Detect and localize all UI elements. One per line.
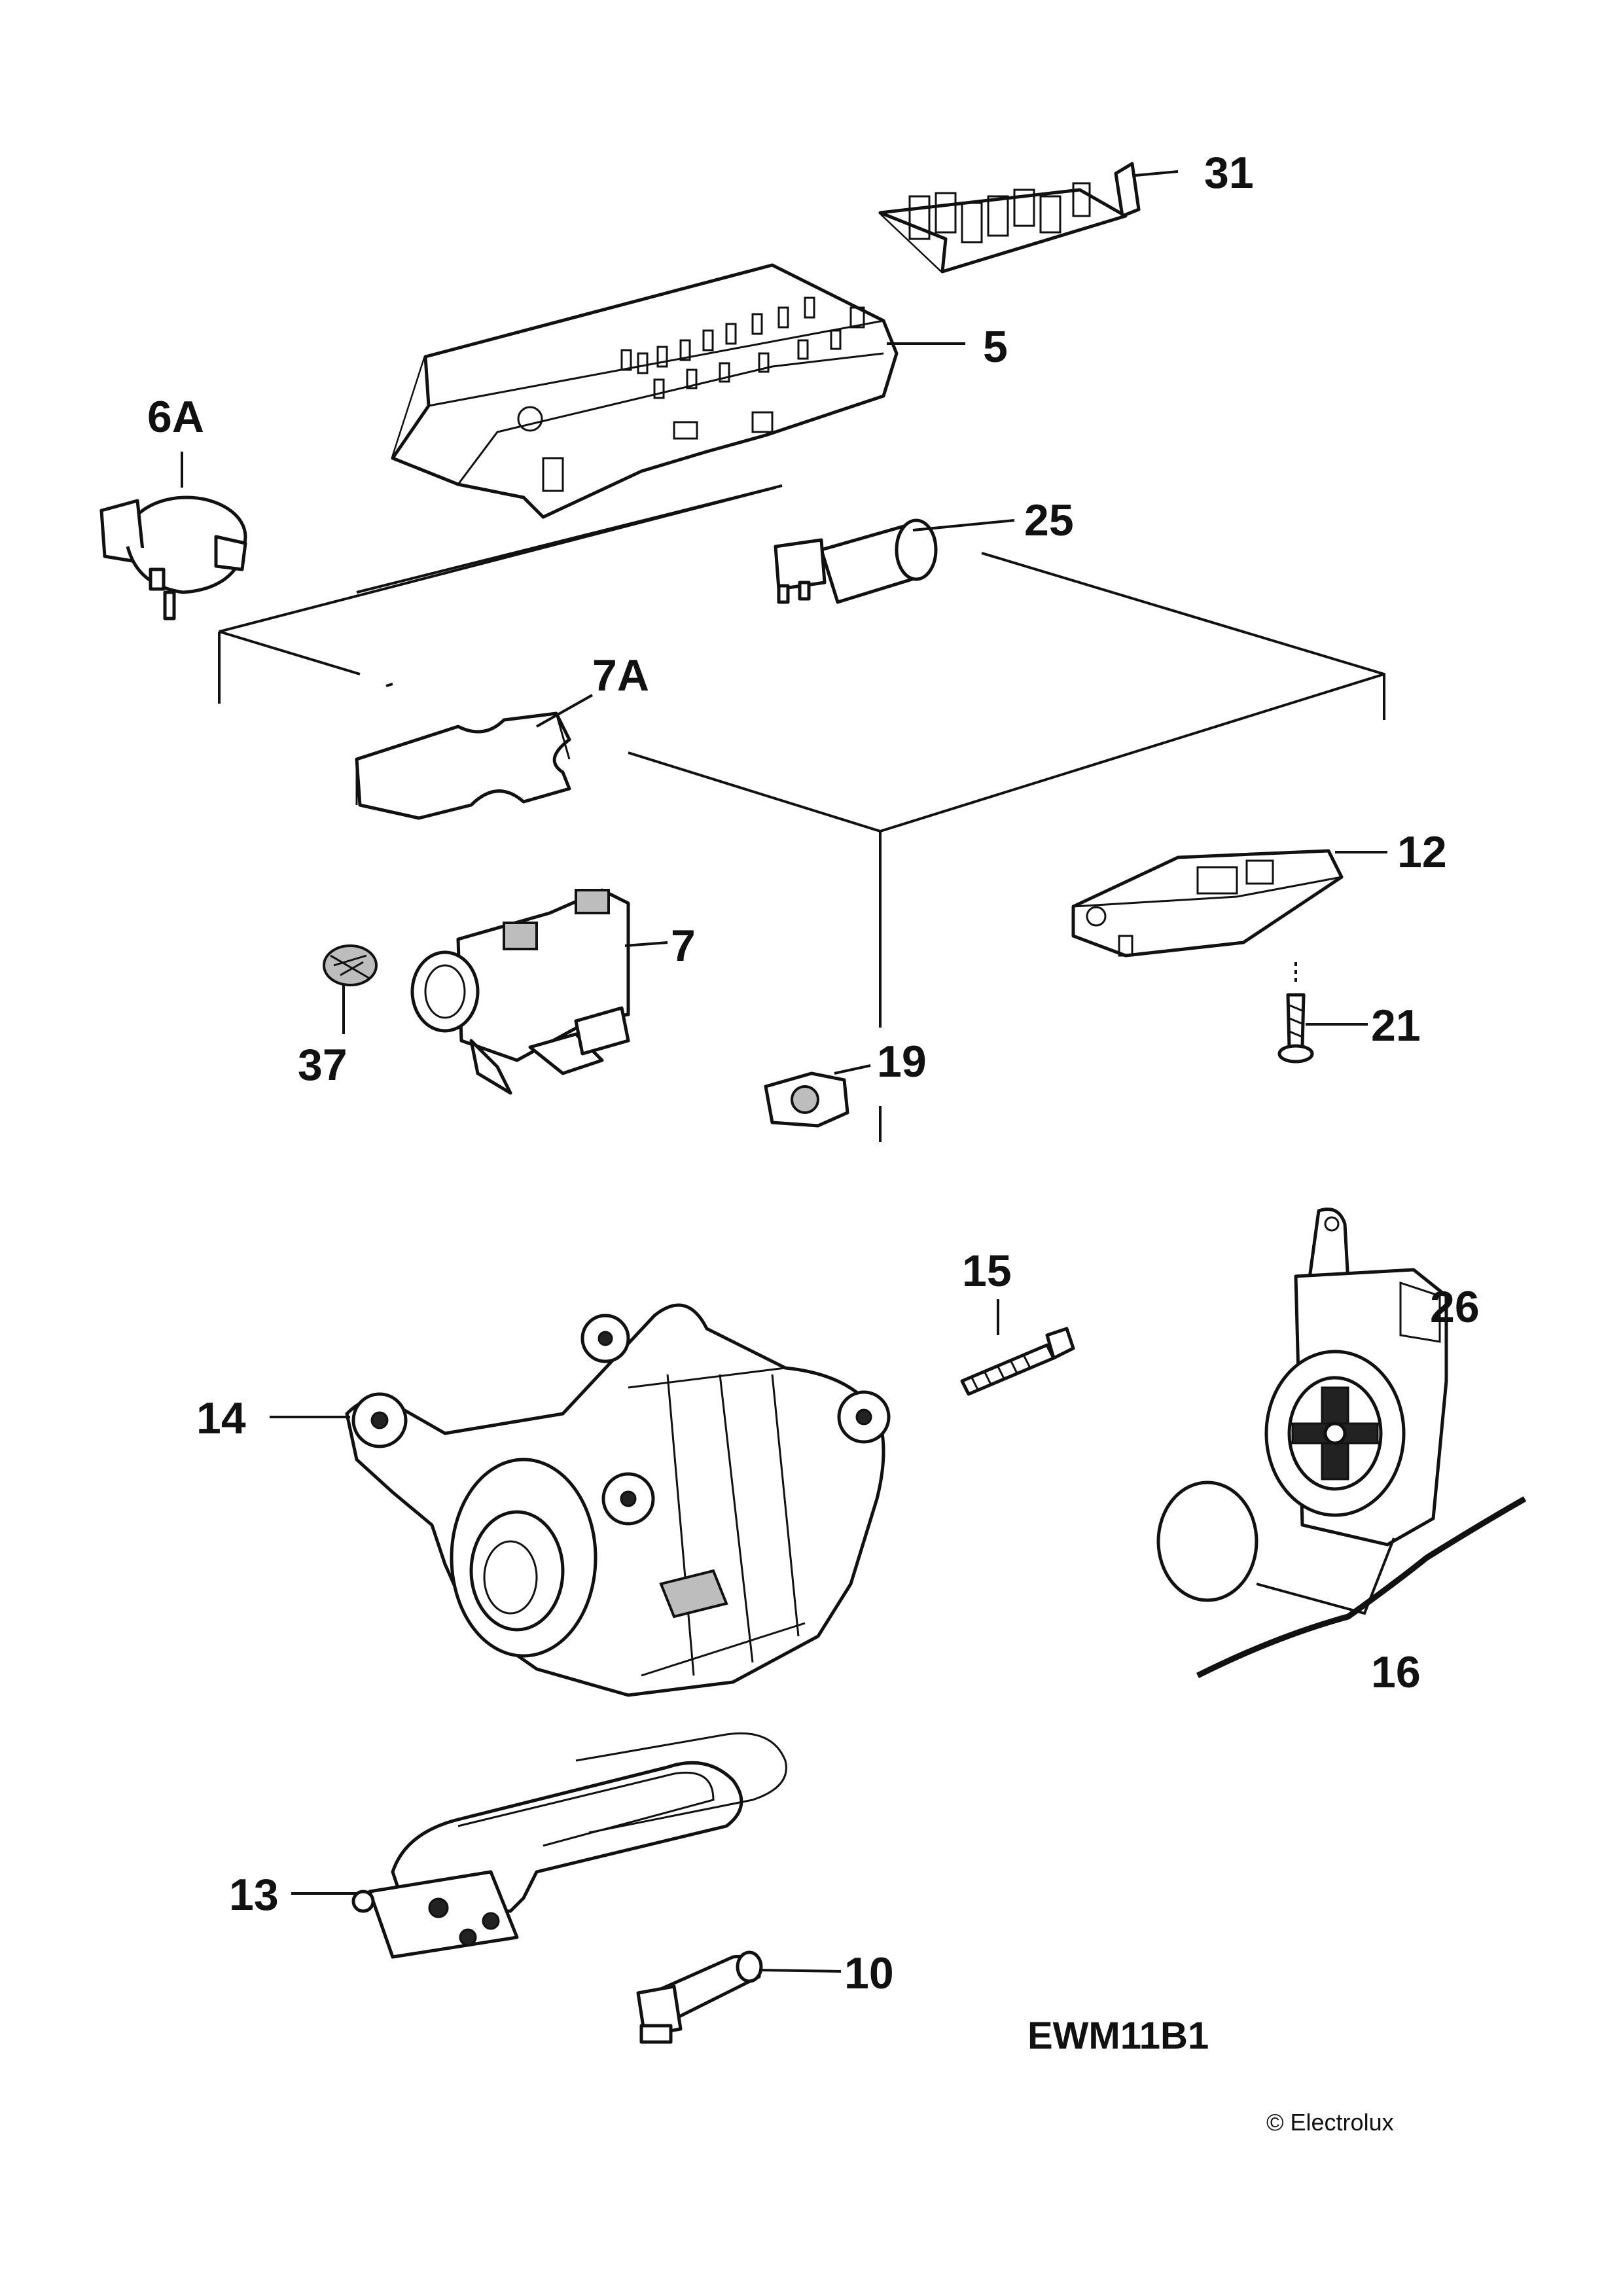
part-31 [878,162,1179,274]
callout-12: 12 [1397,827,1447,877]
callout-37: 37 [298,1040,348,1090]
callout-6a: 6A [147,392,204,442]
callout-15: 15 [962,1246,1012,1296]
model-code: EWM11B1 [1027,2015,1209,2057]
part-25 [774,518,1015,604]
callout-21: 21 [1371,1001,1421,1050]
callout-26: 26 [1430,1282,1480,1332]
part-37 [323,944,378,1034]
part-13 [291,1732,787,1959]
part-16 [1156,1268,1527,1679]
callout-25: 25 [1024,495,1074,545]
part-6a [99,452,247,620]
part-7a [355,694,593,820]
callout-5: 5 [983,322,1008,372]
part-12 [1071,849,1387,958]
callout-31: 31 [1204,148,1254,198]
part-19 [764,1064,871,1128]
callout-7a: 7A [592,651,649,700]
cabinet-outline [218,484,1385,1142]
callout-7: 7 [671,921,696,971]
callout-19: 19 [877,1037,927,1086]
callout-16: 16 [1371,1647,1421,1697]
part-7 [410,888,668,1095]
part-14 [270,1303,891,1697]
callout-14: 14 [196,1393,246,1443]
part-10 [636,1950,842,2044]
part-15 [960,1299,1075,1396]
part-21 [1277,962,1368,1064]
callout-10: 10 [844,1948,894,1998]
callout-13: 13 [229,1870,279,1920]
copyright-notice: © Electrolux [1266,2109,1394,2136]
part-5 [391,263,965,519]
